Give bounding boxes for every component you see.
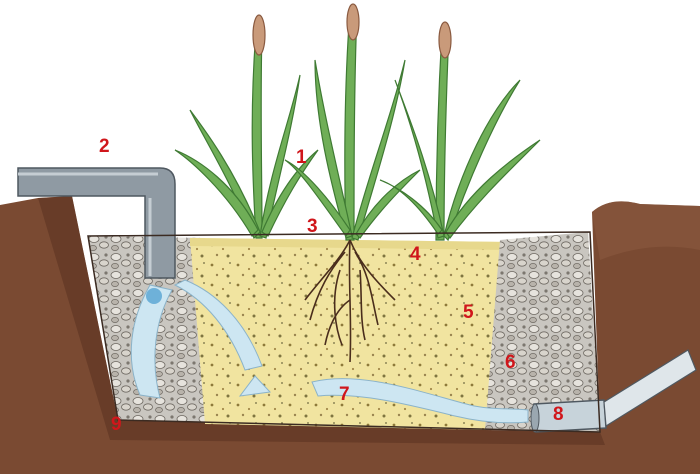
label-5: 5 xyxy=(463,303,474,322)
reed-plants xyxy=(175,4,540,240)
label-9: 9 xyxy=(111,415,122,434)
label-3: 3 xyxy=(307,217,318,236)
label-1: 1 xyxy=(296,148,307,167)
label-7: 7 xyxy=(339,385,350,404)
label-2: 2 xyxy=(99,137,110,156)
label-6: 6 xyxy=(505,353,516,372)
label-4: 4 xyxy=(410,245,421,264)
label-8: 8 xyxy=(553,405,564,424)
